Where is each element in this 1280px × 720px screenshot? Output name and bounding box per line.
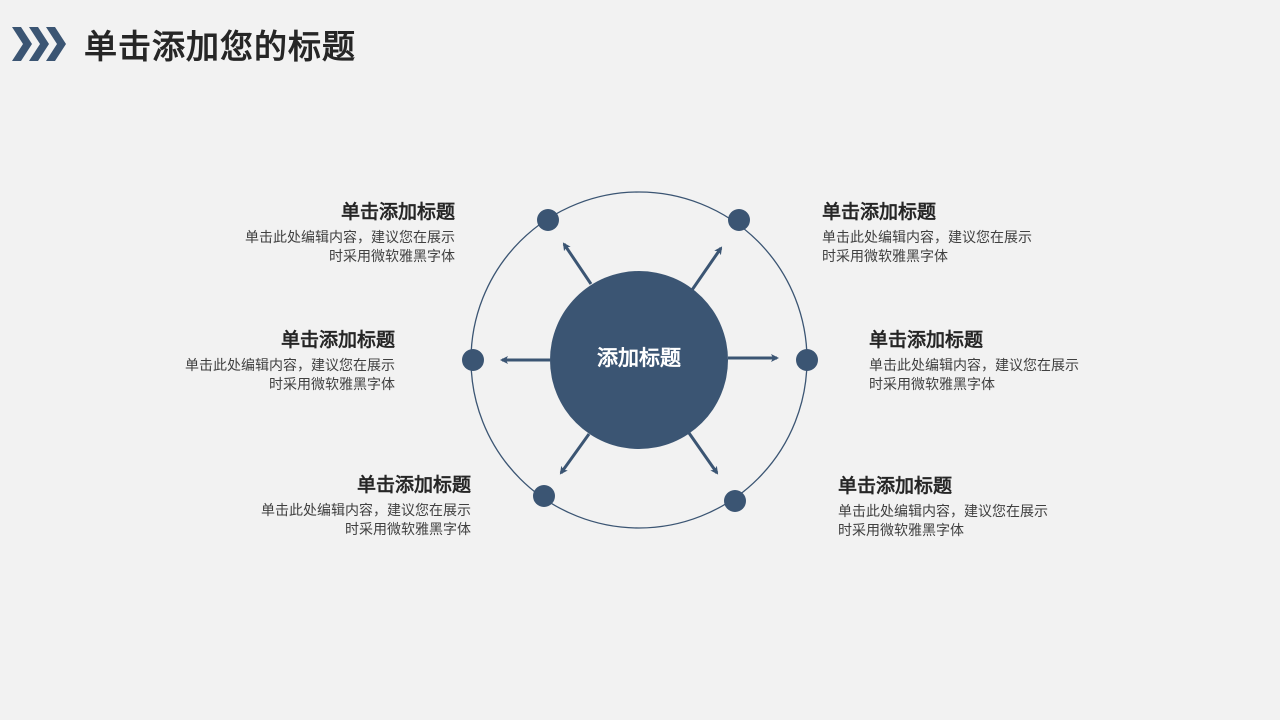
node-dot-middle-left: [462, 349, 484, 371]
item-description: 单击此处编辑内容，建议您在展示 时采用微软雅黑字体: [185, 358, 395, 393]
arrow-bottom-right: [687, 432, 719, 475]
item-middle-right: 单击添加标题 单击此处编辑内容，建议您在展示 时采用微软雅黑字体: [869, 327, 1129, 395]
item-middle-left: 单击添加标题 单击此处编辑内容，建议您在展示 时采用微软雅黑字体: [135, 327, 395, 395]
item-description: 单击此处编辑内容，建议您在展示 时采用微软雅黑字体: [245, 230, 455, 265]
center-label: 添加标题: [597, 346, 681, 370]
item-description: 单击此处编辑内容，建议您在展示 时采用微软雅黑字体: [822, 230, 1032, 265]
item-title: 单击添加标题: [340, 201, 455, 223]
node-dot-middle-right: [796, 349, 818, 371]
node-dot-bottom-right: [724, 490, 746, 512]
arrow-top-right: [690, 246, 723, 291]
item-title: 单击添加标题: [838, 475, 953, 497]
item-title: 单击添加标题: [869, 329, 984, 351]
item-bottom-left: 单击添加标题 单击此处编辑内容，建议您在展示 时采用微软雅黑字体: [211, 472, 471, 540]
arrow-bottom-left: [559, 433, 591, 475]
triple-chevron-right-icon: [12, 27, 66, 61]
item-title: 单击添加标题: [822, 201, 937, 223]
center-circle: [550, 271, 728, 449]
item-title: 单击添加标题: [280, 329, 395, 351]
item-description: 单击此处编辑内容，建议您在展示 时采用微软雅黑字体: [869, 358, 1079, 393]
item-description: 单击此处编辑内容，建议您在展示 时采用微软雅黑字体: [261, 503, 471, 538]
item-bottom-right: 单击添加标题 单击此处编辑内容，建议您在展示 时采用微软雅黑字体: [838, 473, 1098, 541]
item-top-left: 单击添加标题 单击此处编辑内容，建议您在展示 时采用微软雅黑字体: [195, 199, 455, 267]
page-title: 单击添加您的标题: [84, 27, 356, 66]
arrow-top-left: [562, 242, 593, 285]
item-top-right: 单击添加标题 单击此处编辑内容，建议您在展示 时采用微软雅黑字体: [822, 199, 1082, 267]
node-dot-bottom-left: [533, 485, 555, 507]
item-description: 单击此处编辑内容，建议您在展示 时采用微软雅黑字体: [838, 504, 1048, 539]
node-dot-top-left: [537, 209, 559, 231]
item-title: 单击添加标题: [356, 474, 471, 496]
node-dot-top-right: [728, 209, 750, 231]
